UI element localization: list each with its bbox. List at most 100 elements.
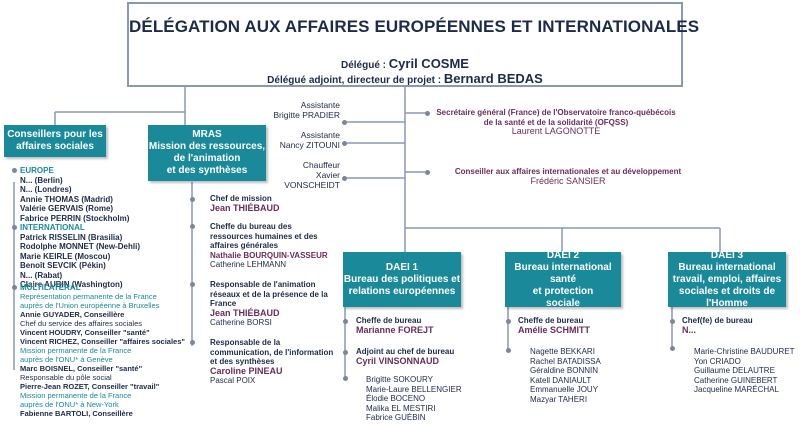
list-item: Jacqueline MARÉCHAL <box>694 385 779 394</box>
list-item: Malika EL MESTIRI <box>366 403 436 413</box>
list-item: Fabienne BARTOLI, Conseillère <box>20 409 133 418</box>
daei1-chef: Cheffe de bureau Marianne FOREJT <box>356 316 434 335</box>
mission-label: auprès de l'ONU* à New-York <box>20 400 119 409</box>
staff-name: VONSCHEIDT <box>284 180 340 190</box>
list-item: N... (Londres) <box>20 185 72 194</box>
connector-dot <box>190 224 195 229</box>
daei2-staff: Nagette BEKKARI Rachel BATADISSA Géraldi… <box>530 347 601 404</box>
list-item: Élodie BOCENO <box>366 394 426 403</box>
list-item: Marie-Laure BELLENGIER <box>366 384 462 394</box>
list-item: Mazyar TAHERI <box>530 394 588 404</box>
list-item: Brigitte SOKOURY <box>366 375 433 384</box>
daei1-box: DAEI 1 Bureau des politiques et relation… <box>343 252 461 307</box>
list-item: Géraldine BONNIN <box>530 366 599 375</box>
secretaire-general: Secrétaire général (France) de l'Observa… <box>436 108 676 137</box>
list-item: Annie GUYADER, Conseillère <box>20 310 125 319</box>
connector-dot <box>670 346 675 351</box>
staff-name: Brigitte PRADIER <box>273 110 340 120</box>
list-item: N... (Rabat) <box>20 270 63 280</box>
daei3-chef: Chef(fe) de bureau N... <box>682 316 753 335</box>
multilateral-label: MULTILATÉRAL <box>20 283 81 292</box>
staff-name: Nancy ZITOUNI <box>279 140 340 150</box>
person-name: Caroline PINEAU <box>210 365 283 376</box>
role-title: Cheffe de bureau <box>356 316 422 325</box>
role-title: communication, de l'information <box>210 347 334 357</box>
person-name: Jean THIÉBAUD <box>210 202 280 213</box>
list-item: Benoît SEVCIK (Pékin) <box>20 261 106 270</box>
staff-chauffeur: Chauffeur Xavier VONSCHEIDT <box>268 160 340 190</box>
person-name: Nathalie BOURQUIN-VASSEUR <box>210 250 328 260</box>
staff-role: Assistante <box>300 130 340 140</box>
role-title: réseaux et de la présence de la <box>210 289 328 299</box>
person-name: Cyril VINSONNAUD <box>356 355 440 366</box>
conseillers-box: Conseillers pour les affaires sociales <box>4 125 106 157</box>
daei2-chef: Cheffe de bureau Amélie SCHMITT <box>518 316 590 335</box>
connector-dot <box>342 120 347 125</box>
connector-dot <box>342 141 347 146</box>
mras-chef: Chef de mission Jean THIÉBAUD <box>210 194 280 213</box>
role-title: Cheffe de bureau <box>518 316 584 325</box>
list-item: Yon CRIADO <box>694 356 741 366</box>
list-item: Fabrice PERRIN (Stockholm) <box>20 213 130 223</box>
list-item: Responsable du pôle social <box>20 373 112 382</box>
connector-dot <box>506 319 511 324</box>
adjoint-line: Délégué adjoint, directeur de projet : B… <box>129 71 681 86</box>
role-title: France <box>210 299 237 308</box>
list-item: N... (Berlin) <box>20 175 63 185</box>
connector-dot <box>190 197 195 202</box>
list-item: Catherine GUINEBERT <box>694 375 778 385</box>
list-item: Marie KEIRLE (Moscou) <box>20 251 111 261</box>
connector-dot <box>425 111 430 116</box>
role-title: Chef de mission <box>210 194 272 203</box>
delegation-title: DÉLÉGATION AUX AFFAIRES EUROPÉENNES ET I… <box>129 17 700 36</box>
role-title: Chef(fe) de bureau <box>682 316 753 325</box>
list-item: Vincent RICHEZ, Conseiller "affaires soc… <box>20 337 185 346</box>
connector-dot <box>506 348 511 353</box>
delegue-name: Cyril COSME <box>388 56 469 71</box>
list-item: Marc BOISNEL, Conseiller "santé" <box>20 364 143 373</box>
mras-animation: Responsable de l'animation réseaux et de… <box>210 280 328 328</box>
role-title: affaires générales <box>210 241 279 250</box>
secretaire-title: Secrétaire général (France) de l'Observa… <box>436 108 676 117</box>
conseiller-developpement: Conseiller aux affaires internationales … <box>436 167 700 186</box>
daei1-staff: Brigitte SOKOURY Marie-Laure BELLENGIER … <box>366 375 462 423</box>
connector-dot <box>190 340 195 345</box>
daei2-box: DAEI 2 Bureau international santé et pro… <box>505 250 621 309</box>
europe-section: EUROPE N... (Berlin) N... (Londres) Anni… <box>20 166 129 223</box>
mras-communication: Responsable de la communication, de l'in… <box>210 338 333 386</box>
list-item: Valérie GERVAIS (Rome) <box>20 204 114 213</box>
list-item: Rodolphe MONNET (New-Dehli) <box>20 242 140 251</box>
multilateral-section: MULTILATÉRAL Représentation permanente d… <box>20 283 185 418</box>
list-item: Rachel BATADISSA <box>530 356 601 366</box>
list-item: Chef du service des affaires sociales <box>20 319 143 328</box>
staff-role: Chauffeur <box>302 160 340 170</box>
secretaire-title-2: de la santé et de la solidarité (OFQSS) <box>483 117 629 127</box>
mission-label: auprès de l'Union européenne à Bruxelles <box>20 301 160 310</box>
list-item: Annie THOMAS (Madrid) <box>20 194 113 204</box>
connector-dot <box>425 170 430 175</box>
list-item: Patrick RISSELIN (Brasilia) <box>20 232 123 242</box>
europe-label: EUROPE <box>20 166 54 175</box>
daei3-staff: Marie-Christine BAUDURET Yon CRIADO Guil… <box>694 347 794 395</box>
mras-rh: Cheffe du bureau des ressources humaines… <box>210 222 328 270</box>
secretaire-name: Laurent LAGONOTTE <box>511 126 601 136</box>
list-item: Fabrice GUÉBIN <box>366 413 426 422</box>
mission-label: auprès de l'ONU* à Genève <box>20 355 113 364</box>
delegue-line: Délégué : Cyril COSME <box>129 56 681 71</box>
connector-dot <box>12 225 17 230</box>
person-name: N... <box>682 324 697 335</box>
daei3-box: DAEI 3 Bureau international travail, emp… <box>668 250 786 309</box>
mras-box: MRAS Mission des ressources, de l'animat… <box>148 125 266 181</box>
staff-firstname: Xavier <box>315 170 340 180</box>
person-name: Pascal POIX <box>210 376 256 385</box>
connector-dot <box>12 285 17 290</box>
adjoint-name: Bernard BEDAS <box>443 71 543 86</box>
role-title: Cheffe du bureau des <box>210 222 292 231</box>
list-item: Pierre-Jean ROZET, Conseiller "travail" <box>20 382 160 391</box>
list-item: Guillaume DELAUTRE <box>694 366 775 375</box>
international-section: INTERNATIONAL Patrick RISSELIN (Brasilia… <box>20 223 140 290</box>
connector-dot <box>190 282 195 287</box>
person-name: Catherine BORSI <box>210 318 272 327</box>
daei1-adjoint: Adjoint au chef de bureau Cyril VINSONNA… <box>356 347 454 366</box>
